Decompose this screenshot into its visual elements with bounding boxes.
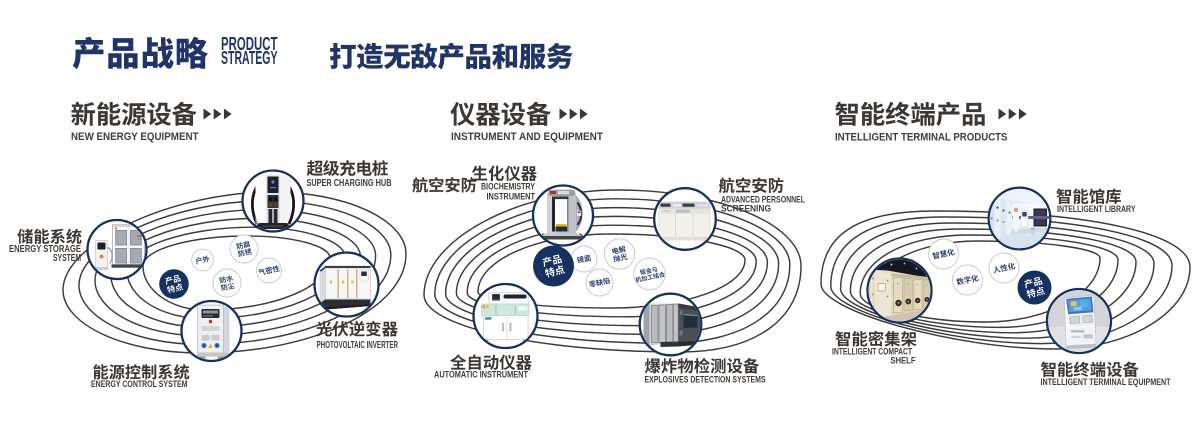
svg-text:SUPER CHARGING HUB: SUPER CHARGING HUB xyxy=(307,177,392,189)
svg-text:INTELLIGENT TERMINAL EQUIPMENT: INTELLIGENT TERMINAL EQUIPMENT xyxy=(1041,377,1171,388)
svg-text:INSTRUMENT AND EQUIPMENT: INSTRUMENT AND EQUIPMENT xyxy=(451,131,603,143)
svg-text:EXPLOSIVES DETECTION SYSTEMS: EXPLOSIVES DETECTION SYSTEMS xyxy=(645,375,766,386)
svg-text:ADVANCED PERSONNEL: ADVANCED PERSONNEL xyxy=(721,195,805,206)
svg-text:INTELLIGENT COMPACT: INTELLIGENT COMPACT xyxy=(832,347,912,358)
svg-text:SCREENING: SCREENING xyxy=(721,204,771,215)
svg-text:ENERGY CONTROL SYSTEM: ENERGY CONTROL SYSTEM xyxy=(91,379,188,390)
svg-text:NEW ENERGY EQUIPMENT: NEW ENERGY EQUIPMENT xyxy=(71,131,199,143)
svg-text:AUTOMATIC INSTRUMENT: AUTOMATIC INSTRUMENT xyxy=(434,370,528,381)
svg-text:SYSTEM: SYSTEM xyxy=(53,253,81,264)
svg-text:STRATEGY: STRATEGY xyxy=(221,48,278,68)
svg-text:PRODUCT: PRODUCT xyxy=(221,34,278,54)
svg-text:SHELF: SHELF xyxy=(891,356,916,367)
svg-text:PHOTOVOLTAIC INVERTER: PHOTOVOLTAIC INVERTER xyxy=(317,339,399,351)
svg-text:BIOCHEMISTRY: BIOCHEMISTRY xyxy=(481,182,535,193)
svg-text:INTELLIGENT LIBRARY: INTELLIGENT LIBRARY xyxy=(1057,204,1136,215)
svg-text:ENERGY STORAGE: ENERGY STORAGE xyxy=(9,244,81,255)
svg-text:INTELLIGENT TERMINAL PRODUCTS: INTELLIGENT TERMINAL PRODUCTS xyxy=(835,132,1008,144)
svg-text:INSTRUMENT: INSTRUMENT xyxy=(487,192,536,203)
